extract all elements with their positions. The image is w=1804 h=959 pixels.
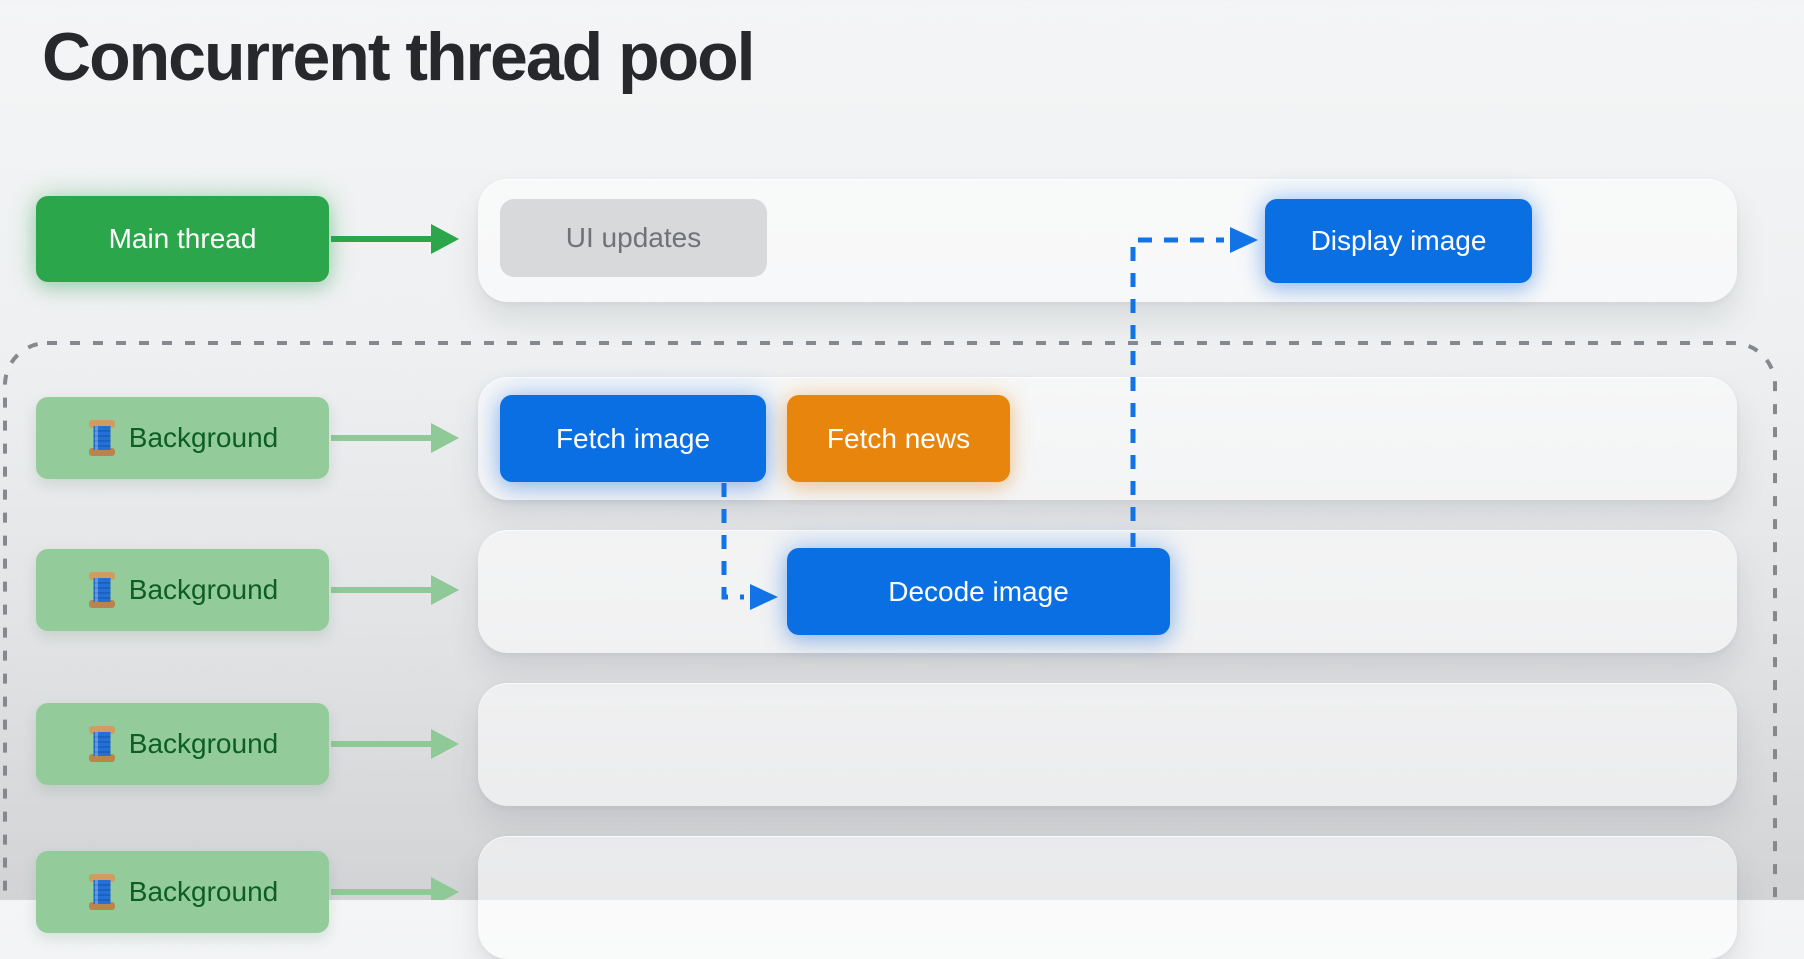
task-fetch-image-text: Fetch image bbox=[555, 422, 711, 454]
background-track-4 bbox=[478, 836, 1737, 959]
page-title: Concurrent thread pool bbox=[42, 19, 756, 95]
background-thread-text: Background bbox=[128, 422, 279, 453]
thread-spool-icon bbox=[88, 726, 115, 762]
background-thread-arrow-4 bbox=[331, 877, 459, 900]
task-ui-updates: UI updates bbox=[500, 199, 767, 277]
task-fetch-news-text: Fetch news bbox=[826, 422, 971, 454]
background-thread-arrow-2 bbox=[331, 575, 459, 605]
task-fetch-image: Fetch image bbox=[500, 395, 766, 482]
task-ui-updates-text: UI updates bbox=[565, 222, 702, 253]
background-track-3 bbox=[478, 683, 1737, 806]
background-thread-label-3: Background bbox=[36, 703, 329, 785]
background-thread-text: Background bbox=[128, 728, 279, 759]
main-thread-text: Main thread bbox=[108, 223, 257, 254]
background-thread-arrow-1 bbox=[331, 423, 459, 453]
background-thread-arrow-3 bbox=[331, 729, 459, 759]
task-decode-image-text: Decode image bbox=[888, 575, 1069, 607]
background-thread-text: Background bbox=[128, 574, 279, 605]
task-fetch-news: Fetch news bbox=[787, 395, 1010, 482]
background-thread-label-4: Background bbox=[36, 851, 329, 933]
diagram-canvas: Concurrent thread pool bbox=[3, 19, 1777, 933]
thread-spool-icon bbox=[88, 572, 115, 608]
main-thread-arrow bbox=[331, 224, 459, 254]
task-display-image: Display image bbox=[1265, 199, 1532, 283]
task-decode-image: Decode image bbox=[787, 548, 1170, 635]
main-thread-label: Main thread bbox=[36, 196, 329, 282]
background-thread-label-1: Background bbox=[36, 397, 329, 479]
thread-spool-icon bbox=[88, 420, 115, 456]
task-display-image-text: Display image bbox=[1310, 225, 1487, 256]
background-thread-text: Background bbox=[128, 876, 279, 907]
background-thread-label-2: Background bbox=[36, 549, 329, 631]
thread-spool-icon bbox=[88, 874, 115, 910]
